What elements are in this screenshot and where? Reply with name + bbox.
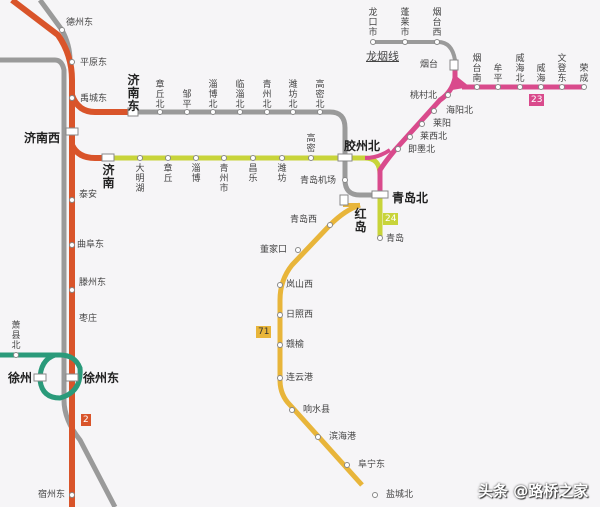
- station-jimo-bei: 即墨北: [408, 145, 436, 155]
- station-pingyuan-dong: 平原东: [80, 58, 108, 68]
- station-qingdao-xi: 青岛西: [290, 215, 318, 225]
- station-gaomi: 高密: [306, 134, 316, 154]
- station-qingzhou-bei: 青州北: [262, 80, 272, 110]
- station-funing-dong: 阜宁东: [358, 460, 386, 470]
- line-name-longyan: 龙烟线: [366, 50, 399, 63]
- station-yantai: 烟台: [420, 60, 439, 70]
- hub-boxes: [33, 59, 459, 382]
- station-suzhou-dong: 宿州东: [38, 490, 66, 500]
- station-zaozhuang: 枣庄: [79, 314, 98, 324]
- station-yancheng-bei: 盐城北: [386, 490, 414, 500]
- pink-jiaozhou-link: [364, 148, 392, 160]
- station-weifang-bei: 潍坊北: [288, 80, 298, 110]
- badge-line-71: 71: [256, 326, 272, 338]
- station-taian: 泰安: [79, 190, 98, 200]
- station-yantai-nan: 烟台南: [472, 54, 482, 84]
- station-zibo: 淄博: [191, 164, 201, 184]
- station-gaomi-bei: 高密北: [315, 80, 325, 110]
- watermark: 头条 @路桥之家: [478, 482, 589, 500]
- station-zibo-bei: 淄博北: [208, 80, 218, 110]
- station-qingdao: 青岛: [386, 234, 405, 244]
- station-haiyang-bei: 海阳北: [446, 106, 474, 116]
- station-linzi-bei: 临淄北: [235, 80, 245, 110]
- hub-hongdao: 红岛: [354, 207, 367, 234]
- station-weihai: 威海: [536, 64, 546, 84]
- badge-line-2: 2: [81, 414, 91, 426]
- station-changle: 昌乐: [248, 164, 258, 184]
- hub-jinan-xi: 济南西: [24, 131, 61, 145]
- hub-xuzhou: 徐州: [8, 371, 33, 385]
- station-longkou-shi: 龙口市: [368, 8, 378, 38]
- station-qingdao-jichang: 青岛机场: [300, 176, 337, 186]
- hub-jiaozhou-bei: 胶州北: [344, 139, 381, 153]
- station-wendeng-dong: 文登东: [557, 54, 567, 84]
- hub-xuzhou-dong: 徐州东: [83, 371, 120, 385]
- hub-jinan: 济南: [102, 163, 115, 190]
- branch-jinan: [69, 143, 110, 161]
- qingyan-line: [377, 65, 458, 195]
- xuzhou-ring-line: [0, 352, 83, 401]
- station-laiyang: 莱阳: [433, 119, 452, 129]
- badge-line-24: 24: [383, 213, 399, 225]
- beijing-shanghai-line: [10, 0, 75, 507]
- station-yucheng-dong: 禹城东: [80, 94, 108, 104]
- station-dezhou-dong: 德州东: [66, 18, 94, 28]
- hub-jinan-dong: 济南东: [127, 73, 140, 113]
- hub-qingdao-bei: 青岛北: [392, 191, 429, 205]
- station-daminghu: 大明湖: [135, 164, 145, 194]
- station-rizhao-xi: 日照西: [286, 310, 314, 320]
- station-zouping: 邹平: [182, 90, 192, 110]
- station-laixi-bei: 莱西北: [420, 132, 448, 142]
- station-rongcheng: 荣成: [579, 64, 589, 84]
- station-weifang: 潍坊: [277, 164, 287, 184]
- station-dongjiakou: 董家口: [260, 245, 288, 255]
- station-qufu-dong: 曲阜东: [77, 240, 105, 250]
- station-binhaigang: 滨海港: [329, 432, 357, 442]
- station-penglai-shi: 蓬莱市: [400, 8, 410, 38]
- badge-line-23: 23: [529, 94, 545, 106]
- station-tengzhou-dong: 滕州东: [79, 278, 107, 288]
- station-qingzhou-shi: 青州市: [219, 164, 229, 194]
- station-taocun-bei: 桃村北: [410, 91, 438, 101]
- station-weihai-bei: 威海北: [515, 54, 525, 84]
- station-xiaoxian-bei: 萧县北: [11, 321, 21, 351]
- station-dots: [13, 27, 587, 498]
- station-xiangshui-xian: 响水县: [303, 405, 331, 415]
- pink-triangle: [452, 75, 470, 90]
- station-lanshan-xi: 岚山西: [286, 280, 314, 290]
- station-zhangqiu: 章丘: [163, 164, 173, 184]
- station-lianyungang: 连云港: [286, 373, 314, 383]
- station-ganyu: 赣榆: [286, 340, 305, 350]
- station-muping: 牟平: [493, 64, 503, 84]
- station-zhangqiu-bei: 章丘北: [155, 80, 165, 110]
- station-yantai-xi: 烟台西: [432, 8, 442, 38]
